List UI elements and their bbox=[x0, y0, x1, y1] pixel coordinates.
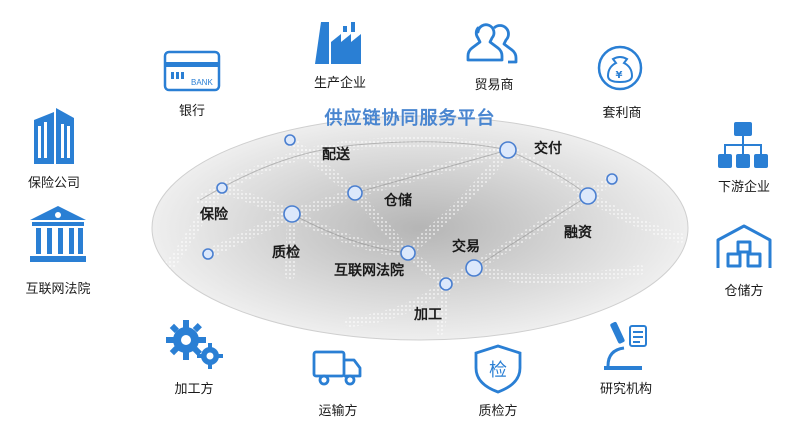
node-dot-quality bbox=[283, 205, 301, 223]
participant-label-processor: 加工方 bbox=[174, 382, 214, 397]
node-label-storage: 仓储 bbox=[384, 193, 412, 209]
platform-title: 供应链协同服务平台 bbox=[324, 108, 496, 129]
participant-court: 互联网法院 bbox=[8, 274, 108, 297]
node-label-delivery: 配送 bbox=[322, 147, 350, 163]
participant-insurer: 保险公司 bbox=[12, 168, 96, 191]
org-chart-icon bbox=[718, 122, 768, 168]
courthouse-icon bbox=[30, 206, 86, 262]
participant-downstream: 下游企业 bbox=[702, 172, 786, 195]
node-label-trade: 交易 bbox=[452, 239, 480, 255]
participant-producer: 生产企业 bbox=[298, 68, 382, 91]
node-dot-court bbox=[400, 245, 416, 261]
network-node-circles bbox=[202, 134, 618, 291]
node-dot-west bbox=[202, 248, 214, 260]
node-dot-trade bbox=[465, 259, 483, 277]
participant-label-producer: 生产企业 bbox=[313, 76, 366, 91]
bank-card-icon: BANK bbox=[163, 50, 221, 92]
factory-icon bbox=[315, 22, 361, 64]
money-bag-icon: ¥ bbox=[597, 45, 643, 91]
node-label-quality: 质检 bbox=[272, 245, 300, 261]
participant-label-downstream: 下游企业 bbox=[717, 180, 770, 195]
node-dot-financing bbox=[579, 187, 597, 205]
node-label-court: 互联网法院 bbox=[334, 263, 404, 279]
participant-processor: 加工方 bbox=[152, 374, 236, 397]
node-label-financing: 融资 bbox=[564, 225, 592, 241]
gears-icon bbox=[166, 320, 223, 369]
participant-warehouse: 仓储方 bbox=[702, 276, 786, 299]
inspection-shield-icon: 检 bbox=[474, 344, 522, 394]
node-label-processing: 加工 bbox=[414, 307, 442, 323]
participant-arbitrageur: 套利商 bbox=[580, 98, 664, 121]
participant-label-arbitrageur: 套利商 bbox=[602, 106, 642, 121]
participant-research: 研究机构 bbox=[584, 374, 668, 397]
node-dot-payment bbox=[499, 141, 517, 159]
node-label-payment: 交付 bbox=[534, 141, 562, 157]
participant-inspector: 质检方 bbox=[456, 396, 540, 419]
participant-bank: 银行 bbox=[150, 96, 234, 119]
office-building-icon bbox=[34, 108, 74, 164]
node-dot-east bbox=[606, 173, 618, 185]
participant-label-court: 互联网法院 bbox=[25, 282, 91, 297]
microscope-icon bbox=[604, 321, 647, 370]
participant-label-bank: 银行 bbox=[178, 104, 205, 119]
svg-text:BANK: BANK bbox=[191, 78, 213, 87]
inspection-badge-text: 检 bbox=[489, 360, 507, 381]
svg-text:¥: ¥ bbox=[616, 70, 623, 81]
participant-trader: 贸易商 bbox=[452, 70, 536, 93]
participant-label-inspector: 质检方 bbox=[478, 404, 518, 419]
node-label-insurance: 保险 bbox=[200, 207, 228, 223]
participant-transporter: 运输方 bbox=[296, 396, 380, 419]
warehouse-icon bbox=[716, 224, 772, 268]
participant-label-research: 研究机构 bbox=[599, 382, 652, 397]
participant-label-trader: 贸易商 bbox=[474, 78, 514, 93]
node-dot-storage bbox=[347, 185, 363, 201]
users-icon bbox=[466, 23, 518, 64]
node-dot-insurance bbox=[216, 182, 228, 194]
participant-label-warehouse: 仓储方 bbox=[724, 284, 764, 299]
node-dot-processing bbox=[439, 277, 453, 291]
node-dot-delivery bbox=[284, 134, 296, 146]
platform-ellipse-outline bbox=[151, 115, 689, 341]
participant-label-insurer: 保险公司 bbox=[27, 176, 80, 191]
participant-label-transporter: 运输方 bbox=[318, 404, 358, 419]
truck-icon bbox=[312, 350, 362, 386]
